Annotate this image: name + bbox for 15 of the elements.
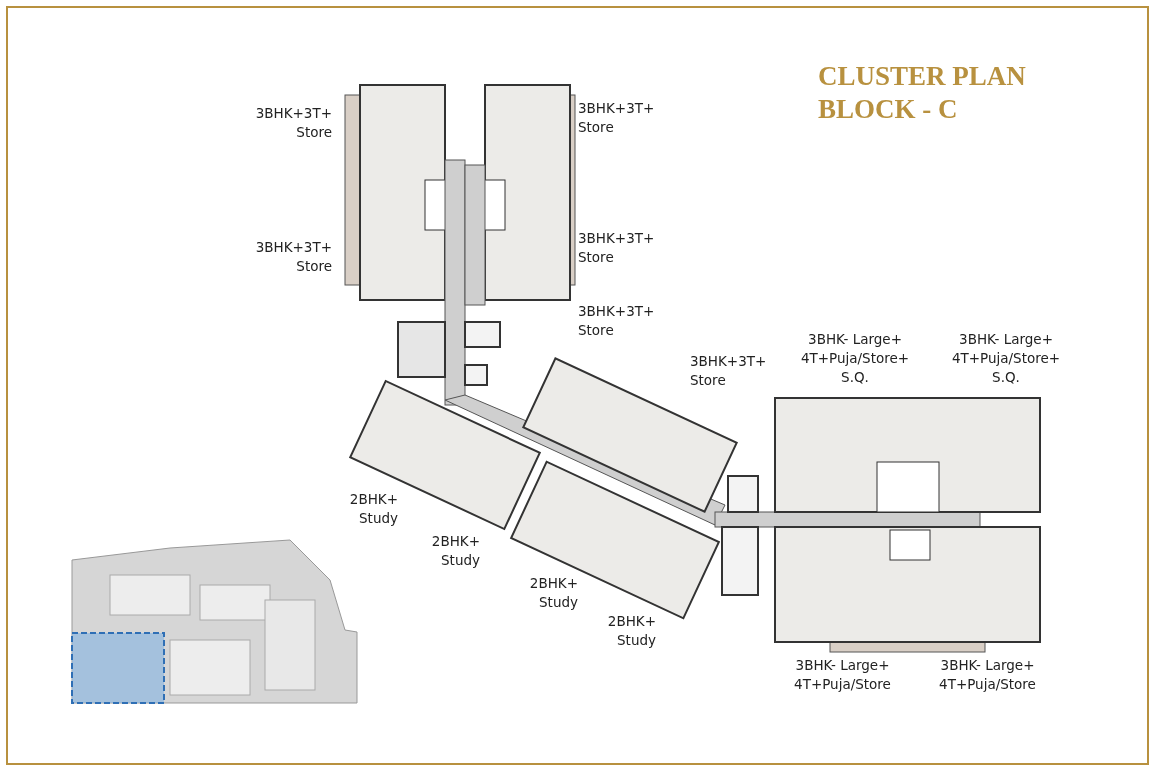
unit-type-label: 3BHK- Large+ 4T+Puja/Store+ S.Q.: [950, 330, 1062, 387]
unit-type-label: 3BHK+3T+ Store: [578, 99, 656, 137]
unit-type-label: 2BHK+ Study: [528, 574, 578, 612]
unit-type-label: 2BHK+ Study: [606, 612, 656, 650]
plan-title: CLUSTER PLAN BLOCK - C: [818, 60, 1027, 126]
unit-type-label: 3BHK+3T+ Store: [254, 104, 332, 142]
unit-type-label: 3BHK- Large+ 4T+Puja/Store: [793, 656, 892, 694]
unit-type-label: 3BHK+3T+ Store: [578, 302, 656, 340]
unit-type-label: 3BHK+3T+ Store: [690, 352, 768, 390]
unit-type-label: 3BHK- Large+ 4T+Puja/Store: [938, 656, 1037, 694]
unit-type-label: 3BHK+3T+ Store: [254, 238, 332, 276]
unit-type-label: 2BHK+ Study: [348, 490, 398, 528]
unit-type-label: 3BHK+3T+ Store: [578, 229, 656, 267]
unit-type-label: 2BHK+ Study: [430, 532, 480, 570]
unit-type-label: 3BHK- Large+ 4T+Puja/Store+ S.Q.: [799, 330, 911, 387]
